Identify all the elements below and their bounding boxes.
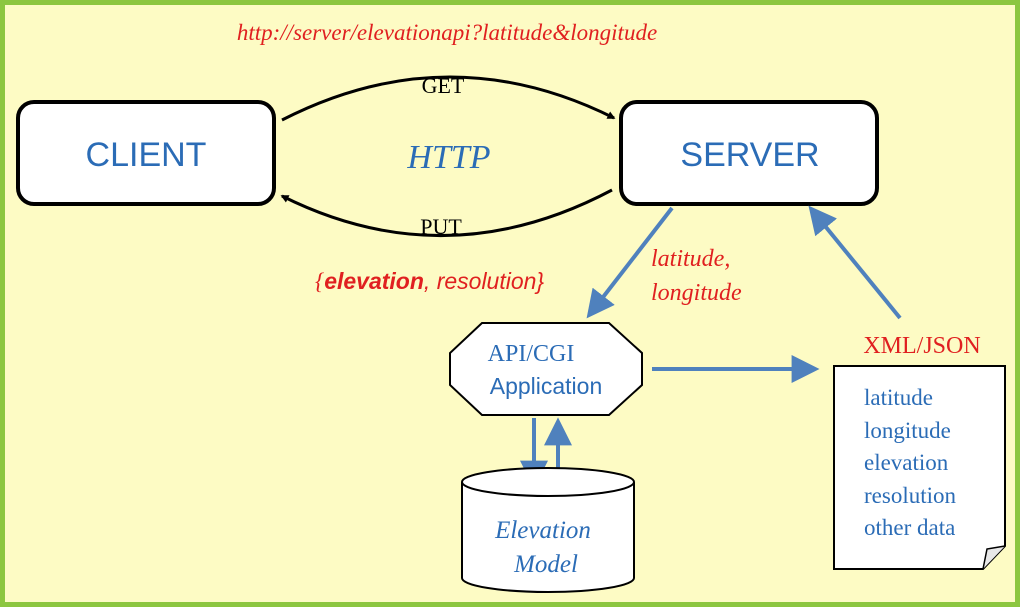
output-field-4: resolution bbox=[864, 483, 956, 508]
response-label: {elevation, resolution} bbox=[315, 268, 544, 294]
get-arrow bbox=[281, 75, 616, 122]
output-field-3: elevation bbox=[864, 450, 949, 475]
http-label: HTTP bbox=[406, 139, 490, 176]
url-label: http://server/elevationapi?latitude&long… bbox=[237, 20, 657, 45]
server-box bbox=[619, 100, 879, 206]
server-label: SERVER bbox=[680, 136, 819, 174]
get-label: GET bbox=[422, 73, 465, 98]
client-label: CLIENT bbox=[86, 136, 207, 174]
client-box bbox=[16, 100, 276, 206]
api-application-node bbox=[449, 322, 643, 416]
put-label: PUT bbox=[420, 214, 462, 239]
output-field-1: latitude bbox=[864, 385, 933, 410]
response-brace: { bbox=[315, 269, 324, 294]
output-field-2: longitude bbox=[864, 418, 951, 443]
output-format-label: XML/JSON bbox=[863, 333, 980, 359]
response-elevation: elevation bbox=[324, 268, 424, 294]
output-document bbox=[833, 365, 1006, 570]
db-line1: Elevation bbox=[494, 517, 591, 544]
response-rest: , resolution} bbox=[424, 268, 545, 294]
api-line2: Application bbox=[490, 373, 603, 399]
api-line1: API/CGI bbox=[488, 341, 575, 367]
params-line1: latitude, bbox=[651, 246, 730, 272]
output-field-5: other data bbox=[864, 515, 955, 540]
server-to-api-arrow bbox=[586, 206, 674, 319]
params-line2: longitude bbox=[651, 280, 742, 306]
db-line2: Model bbox=[513, 551, 578, 578]
put-arrow bbox=[280, 188, 613, 238]
elevation-model-db bbox=[461, 467, 635, 593]
output-to-server-arrow bbox=[808, 205, 902, 320]
